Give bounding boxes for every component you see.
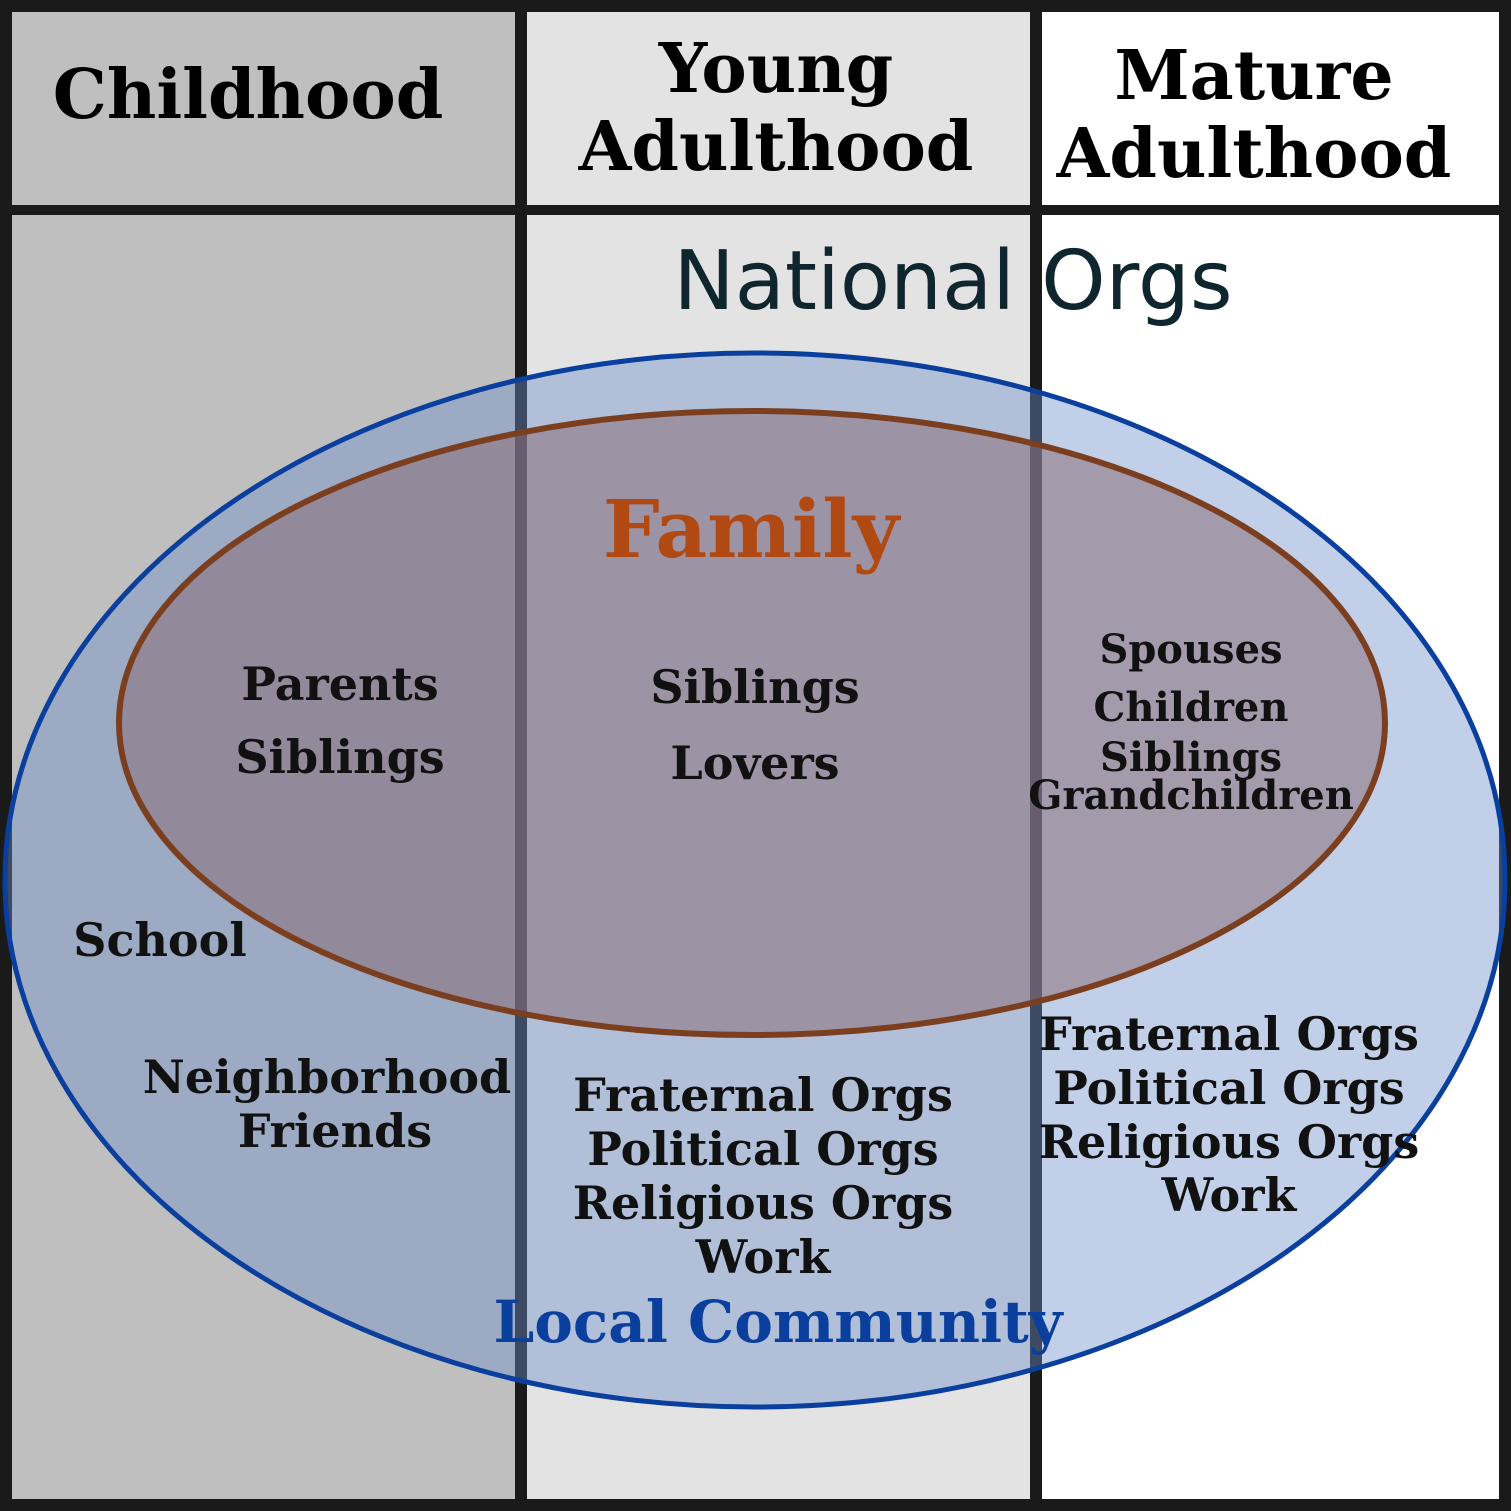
family-title: Family: [603, 482, 902, 576]
family-childhood-siblings: Siblings: [235, 730, 444, 784]
community-young-fraternal: Fraternal Orgs: [573, 1068, 953, 1122]
family-mature-siblings: Siblings: [1100, 734, 1282, 781]
family-ellipse: [116, 408, 1388, 1038]
national-orgs-label: National Orgs: [673, 234, 1232, 329]
community-young-political: Political Orgs: [587, 1122, 938, 1176]
community-childhood-school: School: [73, 913, 247, 967]
community-childhood-neighborhood: Neighborhood: [143, 1050, 511, 1104]
family-mature-grandchildren: Grandchildren: [1028, 772, 1354, 819]
family-childhood-parents: Parents: [241, 657, 438, 711]
header-young-line1: Young: [658, 29, 893, 109]
header-mature-line2: Adulthood: [1056, 114, 1452, 194]
community-mature-work: Work: [1161, 1168, 1298, 1222]
header-young-line2: Adulthood: [578, 107, 974, 187]
community-mature-fraternal: Fraternal Orgs: [1039, 1007, 1419, 1061]
family-young-siblings: Siblings: [650, 660, 859, 714]
community-young-work: Work: [695, 1230, 832, 1284]
community-mature-political: Political Orgs: [1053, 1061, 1404, 1115]
local-community-title: Local Community: [493, 1288, 1064, 1356]
family-mature-children: Children: [1094, 684, 1289, 731]
family-mature-spouses: Spouses: [1099, 626, 1282, 673]
community-young-religious: Religious Orgs: [573, 1176, 954, 1230]
family-young-lovers: Lovers: [670, 736, 839, 790]
community-mature-religious: Religious Orgs: [1039, 1115, 1420, 1169]
header-mature-line1: Mature: [1114, 36, 1393, 116]
header-childhood: Childhood: [53, 55, 443, 135]
community-childhood-friends: Friends: [238, 1104, 432, 1158]
